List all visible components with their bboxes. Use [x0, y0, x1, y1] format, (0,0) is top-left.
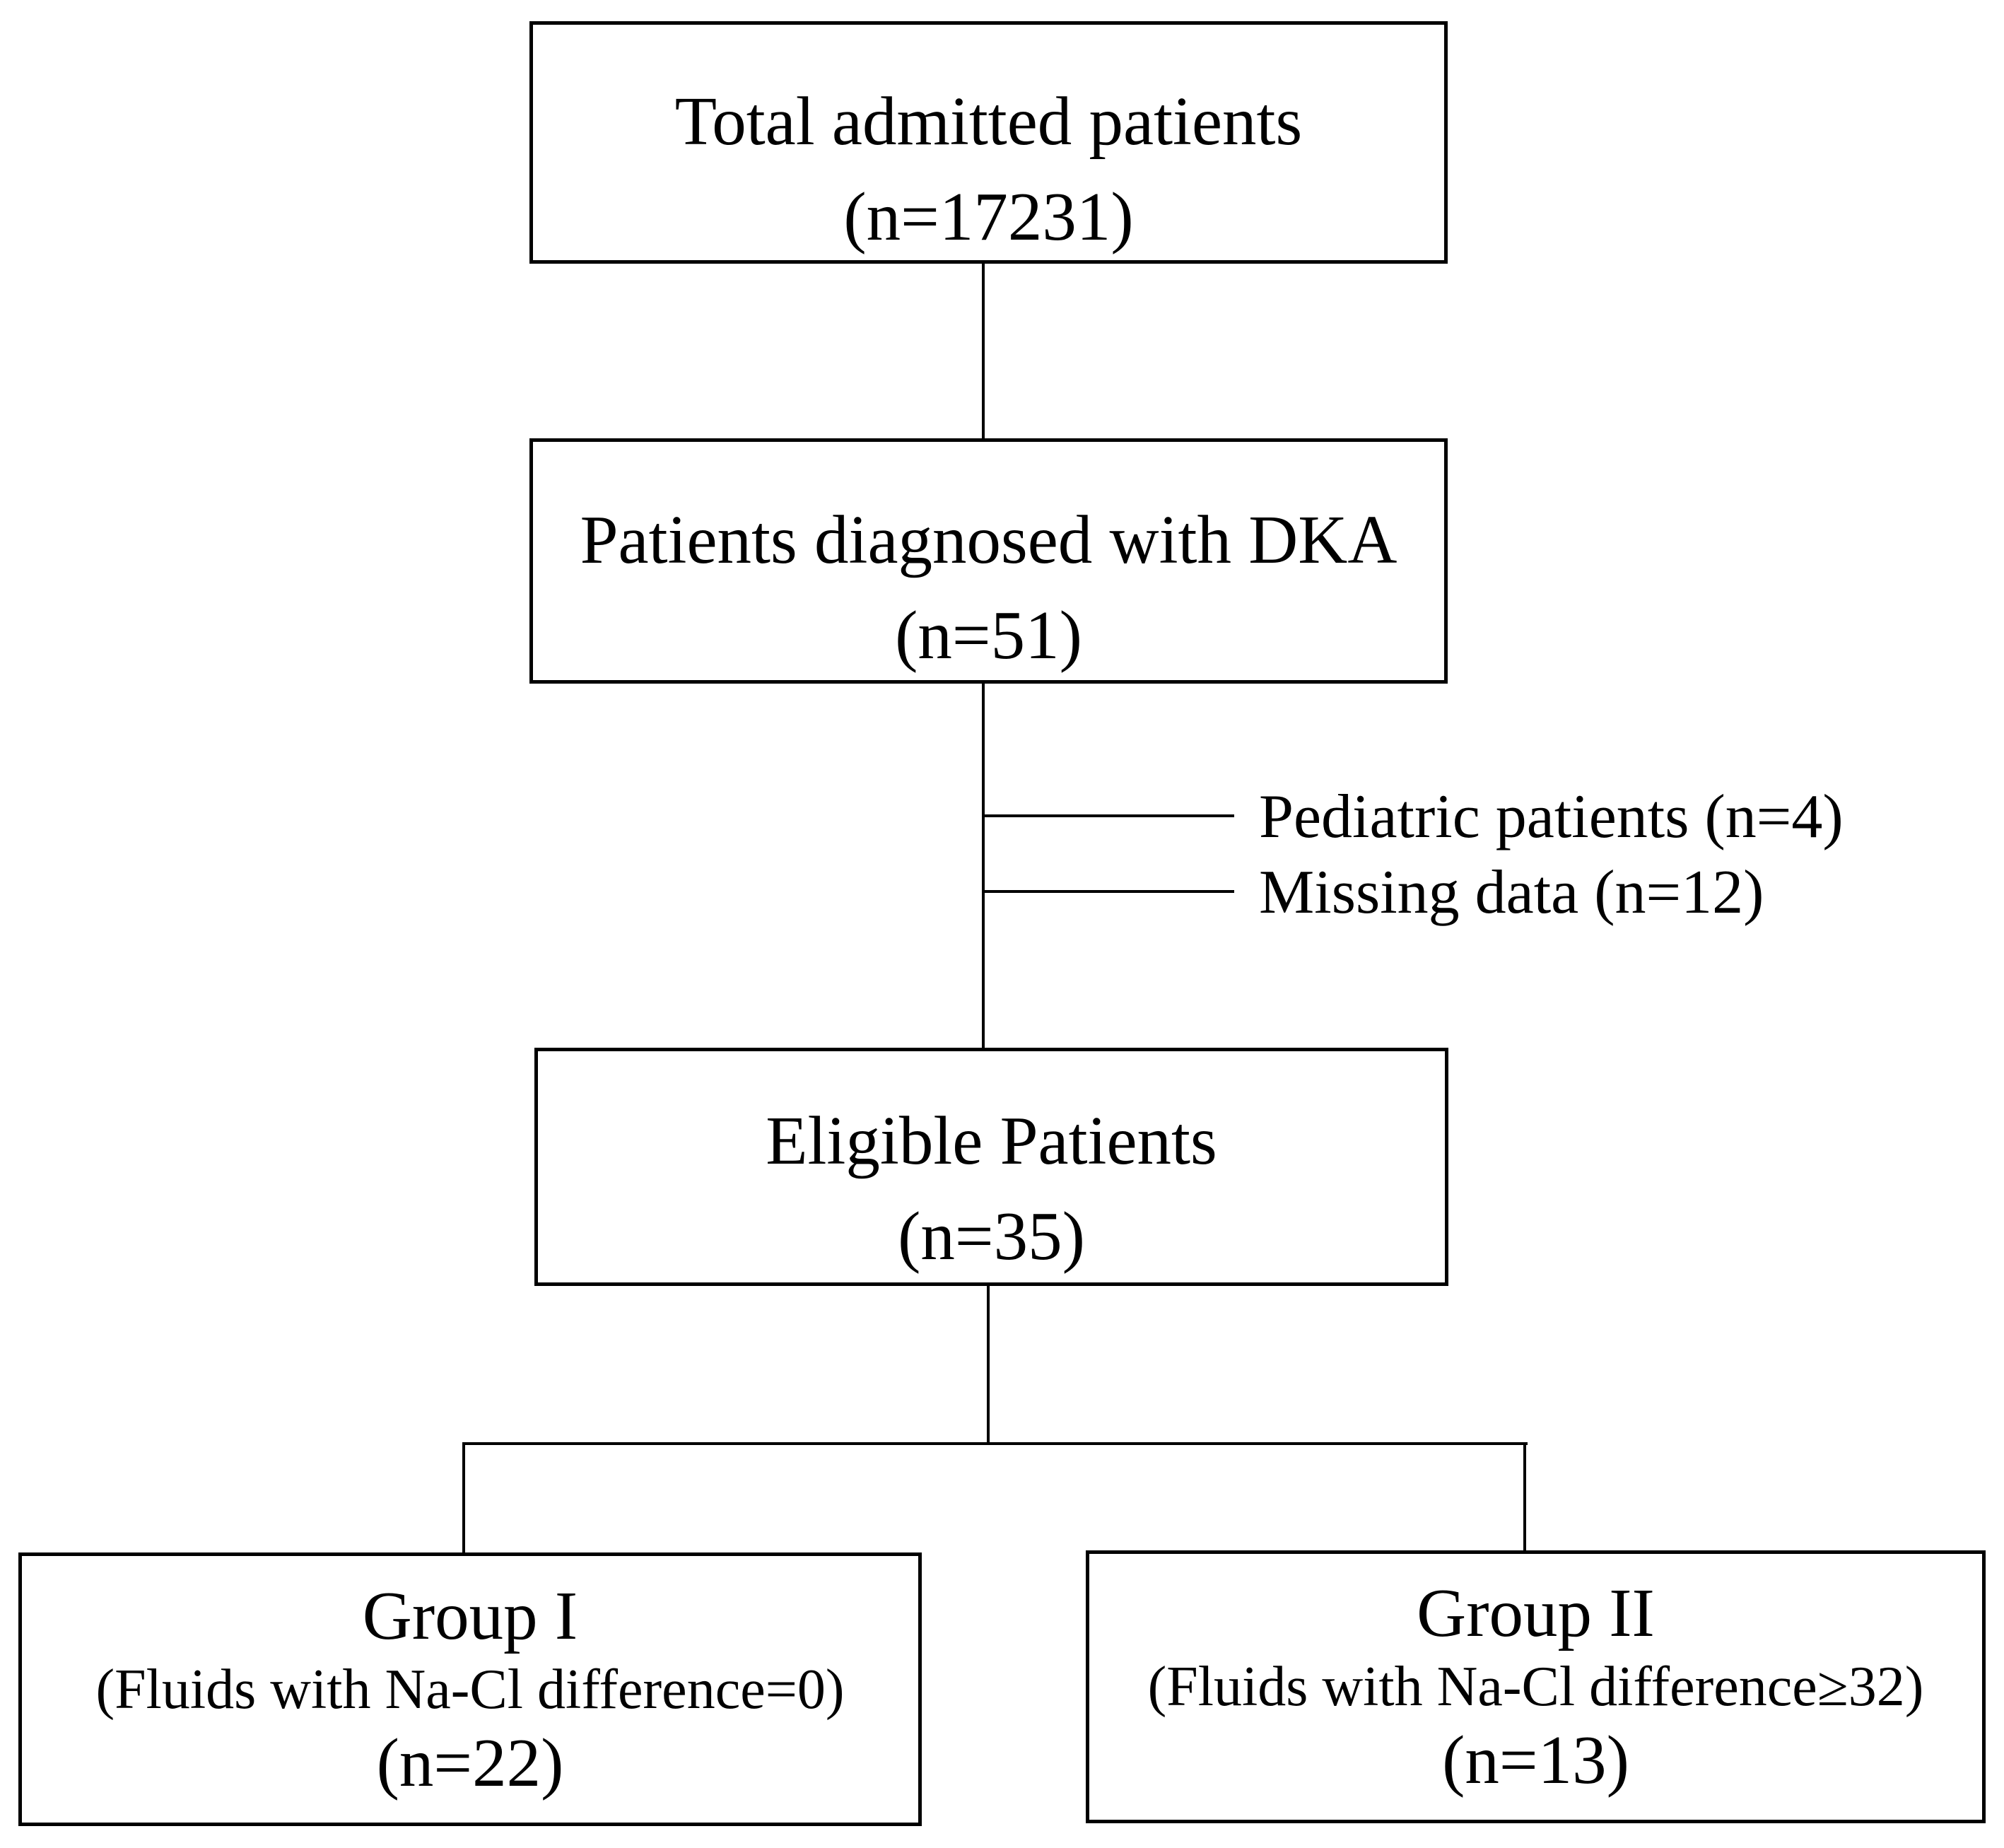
split-drop-to-group1 [462, 1442, 465, 1554]
split-bar [462, 1442, 1528, 1445]
eligible-patients-title: Eligible Patients [766, 1102, 1217, 1179]
exclusion-label-pediatric: Pediatric patients (n=4) [1259, 783, 1844, 851]
group-2-title: Group II [1417, 1575, 1655, 1651]
dka-diagnosed-count: (n=51) [895, 597, 1082, 673]
box-group-2: Group II (Fluids with Na-Cl difference≥3… [1086, 1550, 1986, 1823]
group-1-description: (Fluids with Na-Cl difference=0) [95, 1658, 845, 1721]
split-drop-to-group2 [1523, 1442, 1526, 1552]
box-dka-diagnosed: Patients diagnosed with DKA (n=51) [529, 438, 1448, 684]
group-1-title: Group I [362, 1577, 578, 1654]
connector-dka-to-eligible [982, 682, 985, 1049]
dka-diagnosed-title: Patients diagnosed with DKA [580, 502, 1397, 578]
group-2-count: (n=13) [1442, 1722, 1629, 1798]
branch-line-missing-data [983, 890, 1234, 893]
exclusion-label-missing-data: Missing data (n=12) [1259, 858, 1764, 927]
total-admitted-count: (n=17231) [843, 179, 1134, 255]
box-eligible-patients: Eligible Patients (n=35) [534, 1048, 1448, 1286]
group-2-description: (Fluids with Na-Cl difference≥32) [1147, 1656, 1924, 1718]
total-admitted-title: Total admitted patients [674, 83, 1303, 159]
group-1-count: (n=22) [376, 1724, 564, 1801]
branch-line-pediatric [983, 814, 1234, 817]
connector-total-to-dka [982, 262, 985, 440]
box-total-admitted: Total admitted patients (n=17231) [529, 21, 1448, 264]
eligible-patients-count: (n=35) [898, 1198, 1085, 1274]
box-group-1: Group I (Fluids with Na-Cl difference=0)… [18, 1552, 922, 1826]
connector-eligible-to-split [987, 1285, 990, 1445]
